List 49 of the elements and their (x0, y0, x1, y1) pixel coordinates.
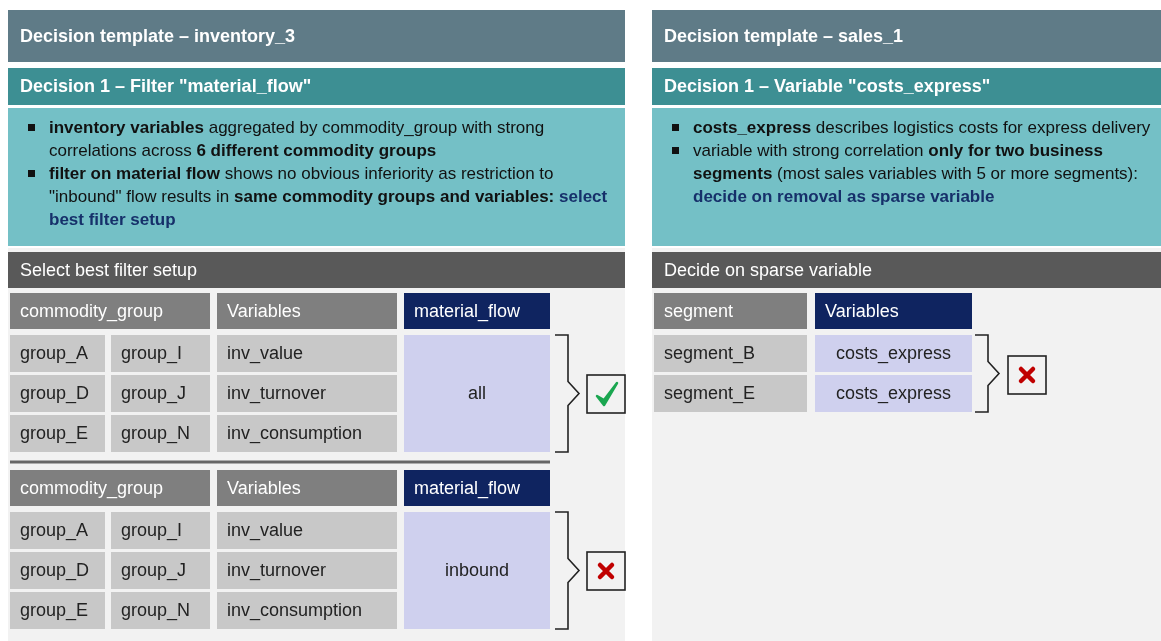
bar-text: Decision 1 – Filter "material_flow" (20, 76, 312, 97)
section-bar (652, 252, 1161, 288)
heading: Decision template – sales_1 (664, 25, 904, 47)
table-cell: group_N (111, 415, 210, 452)
table-cell: inv_consumption (217, 415, 397, 452)
table-cell: group_A (10, 512, 105, 549)
table-cell: group_E (10, 592, 105, 629)
bullet-text: filter on material flow shows no obvious inferiority as restriction to "inbound" flow results in same commodity groups and variables: select best filter setup (49, 163, 609, 231)
header-bar (8, 10, 625, 62)
table-cell: segment_B (654, 335, 807, 372)
table-cell: group_N (111, 592, 210, 629)
table-cell: inv_turnover (217, 375, 397, 412)
table-cell: inbound (404, 512, 550, 629)
column-header: Variables (217, 293, 397, 329)
bar-text: Decision 1 – Variable "costs_express" (664, 76, 991, 97)
table-cell: segment_E (654, 375, 807, 412)
table-cell: group_D (10, 552, 105, 589)
column-header: Variables (217, 470, 397, 506)
table-cell: group_D (10, 375, 105, 412)
table-cell: group_A (10, 335, 105, 372)
table-cell: group_J (111, 552, 210, 589)
table-cell: costs_express (815, 335, 972, 372)
table-cell: inv_turnover (217, 552, 397, 589)
decision-bar (8, 68, 625, 105)
table-cell: inv_value (217, 512, 397, 549)
header-bar (652, 10, 1161, 62)
bar-text: Select best filter setup (20, 259, 198, 281)
column-header: Variables (815, 293, 972, 329)
table-cell: group_J (111, 375, 210, 412)
table-cell: inv_value (217, 335, 397, 372)
bullet-text: variable with strong correlation only for two business segments (most sales variables with 5 or more segments): decide on removal as sparse variable (693, 140, 1139, 208)
decision-bar (652, 68, 1161, 105)
section-bar (8, 252, 625, 288)
heading: Decision template – inventory_3 (20, 25, 296, 47)
table-cell: group_I (111, 512, 210, 549)
column-header: segment (654, 293, 807, 329)
column-header: material_flow (404, 293, 550, 329)
table-cell: inv_consumption (217, 592, 397, 629)
table-cell: group_E (10, 415, 105, 452)
description-panel (652, 108, 1161, 246)
column-header: commodity_group (10, 470, 210, 506)
table-cell: costs_express (815, 375, 972, 412)
column-header: commodity_group (10, 293, 210, 329)
bar-text: Decide on sparse variable (664, 259, 873, 281)
description-panel (8, 108, 625, 246)
column-header: material_flow (404, 470, 550, 506)
table-cell: group_I (111, 335, 210, 372)
bullet-text: costs_express describes logistics costs for express delivery (693, 117, 1151, 139)
table-cell: all (404, 335, 550, 452)
